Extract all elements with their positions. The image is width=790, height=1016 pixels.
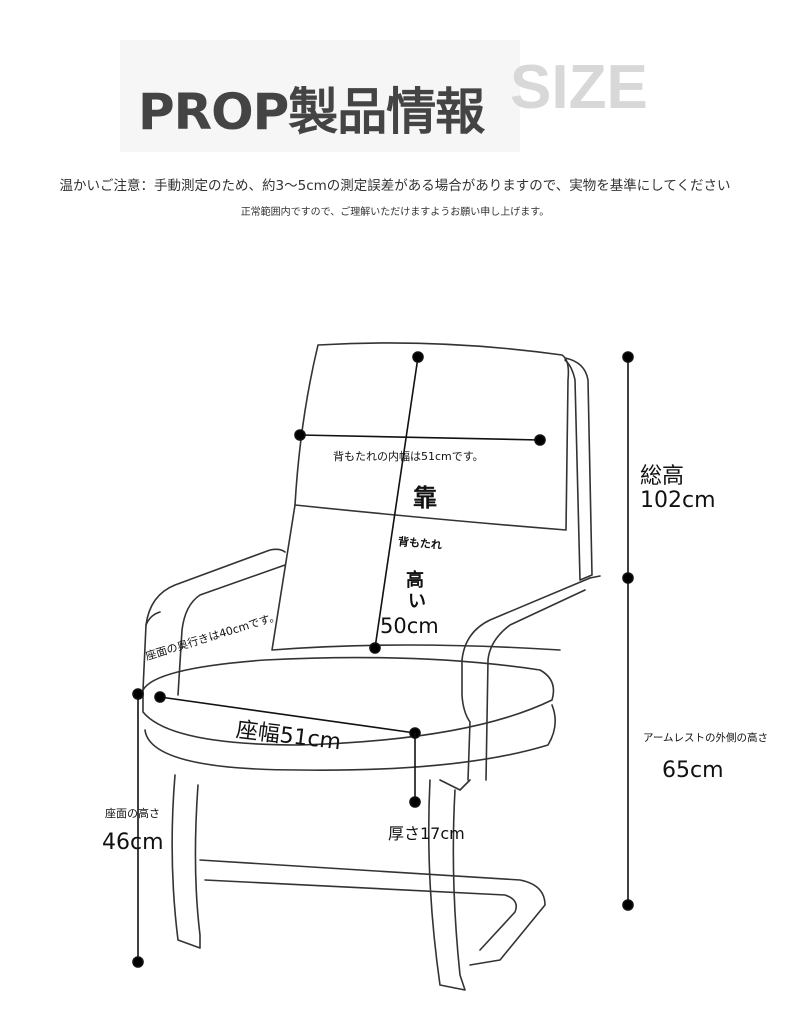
size-watermark: SIZE <box>510 53 648 122</box>
seat-height-line <box>132 688 144 968</box>
seat-top <box>142 656 555 746</box>
back-char: 靠 <box>413 484 437 512</box>
armrest-height-value: 65cm <box>662 758 724 783</box>
back-height-label-2: い <box>408 591 426 612</box>
back-height-value: 50cm <box>380 614 439 638</box>
header-background <box>120 40 520 152</box>
total-height-line <box>622 351 634 911</box>
seat-height-label: 座面の高さ <box>105 807 160 820</box>
armrest-height-label: アームレストの外側の高さ <box>643 732 769 744</box>
back-height-line <box>369 351 424 654</box>
total-height-value: 102cm <box>640 488 716 513</box>
back-inner-width-line <box>294 429 546 446</box>
back-inner-width-label: 背もたれの内幅は51cmです。 <box>333 450 484 463</box>
right-armrest <box>461 577 591 781</box>
seat-cushion <box>144 704 556 771</box>
backrest-lower <box>271 504 561 651</box>
page-title: PROP製品情報 <box>138 83 485 141</box>
left-armrest <box>142 548 286 691</box>
total-height-label: 総高 <box>640 464 685 489</box>
measurement-note-2: 正常範囲内ですので、ご理解いただけますようお願い申し上げます。 <box>240 207 550 218</box>
back-shell <box>564 357 593 581</box>
seat-height-value: 46cm <box>102 830 164 855</box>
back-height-label: 高 <box>406 570 424 591</box>
chair-base <box>171 774 201 949</box>
measurement-note: 温かいご注意：手動測定のため、約3〜5cmの測定誤差がある場合がありますので、実… <box>59 178 731 194</box>
thickness-line <box>409 733 421 808</box>
thickness-label: 厚さ17cm <box>388 824 465 843</box>
backrest <box>294 342 570 531</box>
